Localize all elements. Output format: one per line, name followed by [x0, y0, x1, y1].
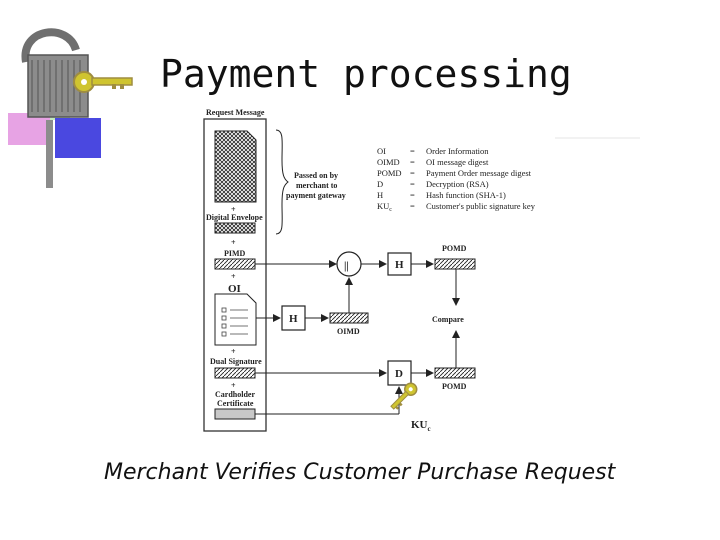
kuc-label-main: KU [411, 419, 428, 431]
decrypt-label: D [395, 368, 403, 380]
passed-on-line-3: payment gateway [286, 191, 346, 200]
legend-desc-0: Order Information [426, 146, 489, 156]
legend-abbr-5: KUc [377, 201, 392, 213]
page-title: Payment processing [160, 52, 572, 96]
pimd-box [214, 258, 256, 270]
oi-label: OI [228, 283, 241, 295]
plus-2: + [231, 238, 236, 247]
plus-3: + [231, 272, 236, 281]
digital-envelope-label: Digital Envelope [206, 213, 263, 222]
pimd-label: PIMD [224, 249, 246, 258]
legend-eq-1: = [410, 157, 415, 167]
legend-eq-2: = [410, 168, 415, 178]
pomd-box-bottom [434, 367, 476, 379]
concat-node [336, 251, 362, 277]
legend-desc-4: Hash function (SHA-1) [426, 190, 506, 200]
legend-abbr-3: D [377, 179, 383, 189]
legend-desc-3: Decryption (RSA) [426, 179, 489, 189]
passed-on-brace [275, 129, 289, 235]
plus-5: + [231, 381, 236, 390]
legend-abbr-5-main: KU [377, 201, 389, 211]
hash-label-oi: H [289, 313, 298, 325]
request-message-label: Request Message [206, 108, 265, 117]
deco-pink-square [8, 113, 50, 145]
legend-eq-3: = [410, 179, 415, 189]
oi-document-lines [221, 307, 248, 337]
legend-abbr-2: POMD [377, 168, 402, 178]
oimd-box [329, 312, 369, 324]
legend-abbr-0: OI [377, 146, 386, 156]
legend: OI = Order Information OIMD = OI message… [377, 146, 536, 213]
passed-on-line-2: merchant to [296, 181, 337, 190]
digital-envelope-box [214, 222, 256, 234]
legend-desc-1: OI message digest [426, 157, 489, 167]
passed-on-line-1: Passed on by [294, 171, 338, 180]
legend-eq-0: = [410, 146, 415, 156]
oi-document [214, 293, 257, 346]
set-diagram: Request Message + Digital Envelope + PIM… [203, 108, 640, 433]
deco-bar [46, 120, 53, 188]
pomd-box-top [434, 258, 476, 270]
cardholder-label-2: Certificate [217, 399, 254, 408]
cardholder-certificate-box [214, 408, 256, 420]
legend-desc-5: Customer's public signature key [426, 201, 536, 211]
logo-decoration [8, 28, 133, 188]
legend-eq-5: = [410, 201, 415, 211]
legend-abbr-4: H [377, 190, 383, 200]
encrypted-document [214, 130, 257, 203]
concat-symbol: || [344, 260, 349, 272]
plus-4: + [231, 347, 236, 356]
deco-blue-square [55, 118, 101, 158]
pomd-label-bottom: POMD [442, 382, 467, 391]
hash-label-top: H [395, 259, 404, 271]
key-icon [73, 71, 133, 93]
kuc-label-sub: c [428, 425, 431, 433]
plus-1: + [231, 205, 236, 214]
legend-abbr-1: OIMD [377, 157, 400, 167]
key-icon [390, 382, 418, 410]
legend-eq-4: = [410, 190, 415, 200]
dual-signature-box [214, 367, 256, 379]
cardholder-label-1: Cardholder [215, 390, 255, 399]
dual-signature-label: Dual Signature [210, 357, 262, 366]
compare-label: Compare [432, 315, 464, 324]
oimd-label: OIMD [337, 327, 360, 336]
request-message-box [203, 118, 267, 432]
legend-abbr-5-sub: c [389, 207, 392, 213]
kuc-label: KUc [411, 419, 431, 433]
pomd-label-top: POMD [442, 244, 467, 253]
caption: Merchant Verifies Customer Purchase Requ… [104, 460, 616, 485]
legend-desc-2: Payment Order message digest [426, 168, 532, 178]
